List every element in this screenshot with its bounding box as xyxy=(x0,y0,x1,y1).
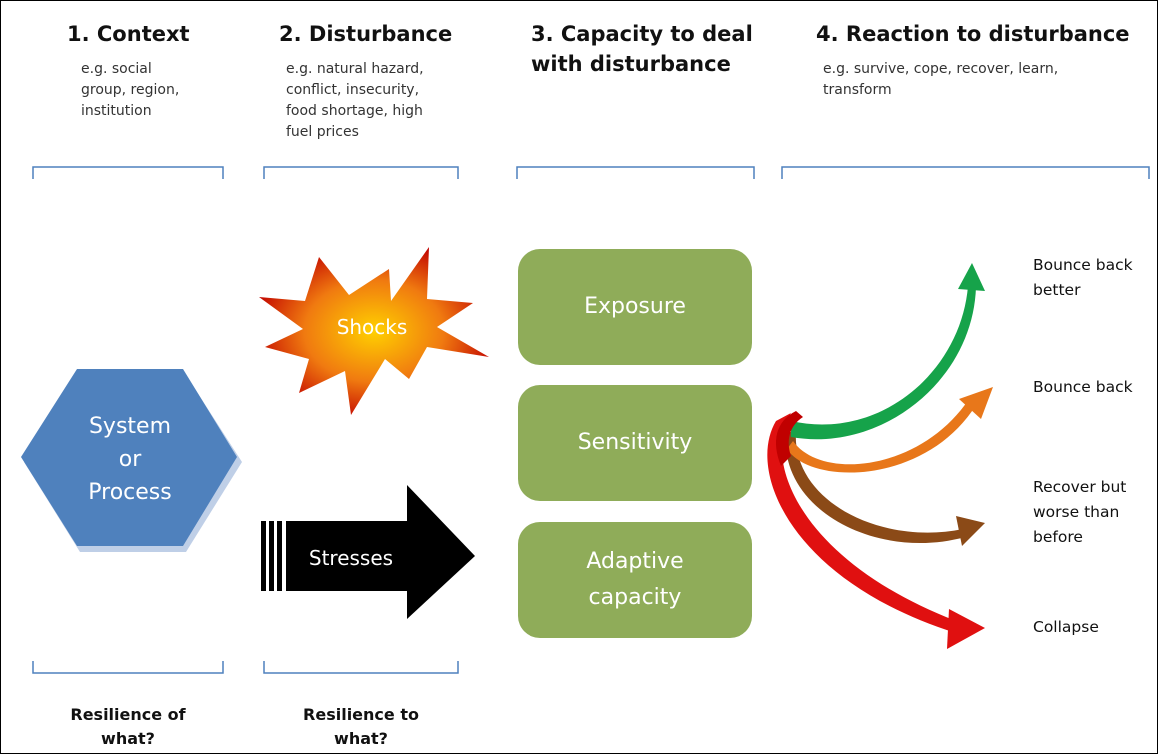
adaptive-capacity-box: Adaptive capacity xyxy=(518,522,752,638)
disturbance-bottom-bracket xyxy=(263,661,459,674)
system-label: System xyxy=(89,414,171,439)
shocks-burst: Shocks xyxy=(259,247,489,415)
context-bottom-bracket xyxy=(32,661,224,674)
reaction-examples: e.g. survive, cope, recover, learn, tran… xyxy=(823,61,1059,98)
reaction-heading: 4. Reaction to disturbance xyxy=(816,22,1130,46)
outcome-collapse: Collapse xyxy=(1033,618,1099,636)
bounce-back-arrow xyxy=(787,399,976,473)
shocks-label: Shocks xyxy=(337,315,408,339)
recover-worse-arrowhead xyxy=(956,516,985,546)
outcome-recover-worse: Recover but worse than before xyxy=(1033,478,1127,546)
stresses-arrow: Stresses xyxy=(261,485,475,619)
context-examples: e.g. social group, region, institution xyxy=(81,61,180,119)
system-hexagon: System or Process xyxy=(21,369,242,552)
capacity-top-bracket xyxy=(516,166,755,179)
reaction-top-bracket xyxy=(781,166,1150,179)
sensitivity-box: Sensitivity xyxy=(518,385,752,501)
or-label: or xyxy=(119,447,142,472)
stresses-label: Stresses xyxy=(309,546,393,570)
arrows-origin xyxy=(776,411,803,466)
process-label: Process xyxy=(88,480,171,505)
resilience-of-what: Resilience of what? xyxy=(70,705,186,748)
bounce-back-better-arrowhead xyxy=(958,263,985,291)
exposure-box: Exposure xyxy=(518,249,752,365)
capacity-heading: 3. Capacity to deal with disturbance xyxy=(531,22,753,76)
collapse-arrow xyxy=(767,413,956,633)
disturbance-heading: 2. Disturbance xyxy=(279,22,453,46)
recover-worse-arrow xyxy=(785,431,965,544)
outcome-bounce-back: Bounce back xyxy=(1033,378,1133,396)
context-top-bracket xyxy=(32,166,224,179)
bounce-back-arrowhead xyxy=(959,387,993,419)
context-heading: 1. Context xyxy=(67,22,190,46)
outcome-bounce-back-better: Bounce back better xyxy=(1033,256,1133,299)
disturbance-examples: e.g. natural hazard, conflict, insecurit… xyxy=(286,61,424,140)
bounce-back-better-arrow xyxy=(791,286,976,440)
collapse-arrowhead xyxy=(947,609,985,649)
resilience-to-what: Resilience to what? xyxy=(303,705,419,748)
disturbance-top-bracket xyxy=(263,166,459,179)
